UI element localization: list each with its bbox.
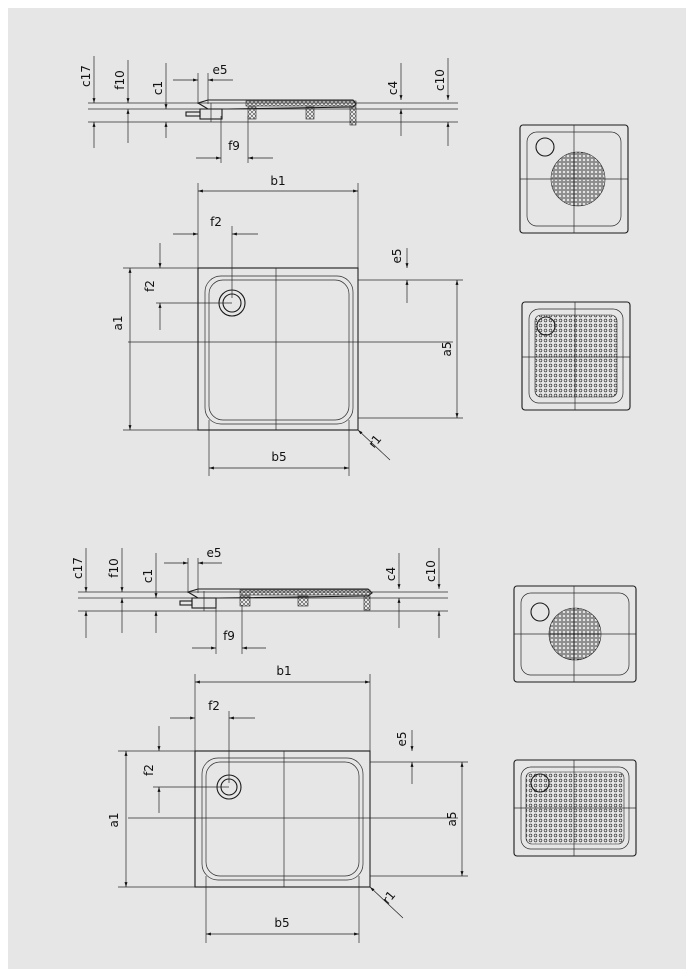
dim-label-f10: f10 <box>113 70 127 90</box>
dim-label-c4: c4 <box>386 81 400 95</box>
dim-label-b5: b5 <box>271 450 286 464</box>
side-view-square: c17 f10 c1 e5 f9 c4 c10 <box>79 56 458 163</box>
dim-label-c17: c17 <box>79 65 93 87</box>
dim-label-c1-rect: c1 <box>141 569 155 583</box>
dim-label-a1-rect: a1 <box>107 813 121 828</box>
dim-label-r1-rect: r1 <box>380 888 399 907</box>
dim-label-c4-rect: c4 <box>384 567 398 581</box>
dim-label-f2-vertical: f2 <box>143 280 157 292</box>
dim-label-c17-rect: c17 <box>71 557 85 579</box>
dim-label-f2-vertical-rect: f2 <box>142 764 156 776</box>
dim-label-f9: f9 <box>228 139 240 153</box>
dim-label-f10-rect: f10 <box>107 558 121 578</box>
dim-label-a5-rect: a5 <box>445 812 459 827</box>
thumbnail-rect-round-pattern <box>513 585 637 683</box>
dim-label-a1: a1 <box>111 316 125 331</box>
dim-label-e5: e5 <box>212 63 227 77</box>
dim-label-r1: r1 <box>366 432 385 451</box>
thumbnail-square-round-pattern <box>519 124 629 234</box>
dim-label-e5-rect: e5 <box>206 546 221 560</box>
dim-label-f9-rect: f9 <box>223 629 235 643</box>
dim-label-b1: b1 <box>270 174 285 188</box>
plan-view-square: b1 f2 f2 a1 e5 a5 b5 r1 <box>111 174 463 476</box>
dim-label-b1-rect: b1 <box>276 664 291 678</box>
dim-label-c10-rect: c10 <box>424 560 438 582</box>
thumbnail-square-grid-pattern <box>521 301 631 411</box>
technical-drawing: c17 f10 c1 e5 f9 c4 c10 <box>71 56 637 943</box>
thumbnail-rect-grid-pattern <box>513 759 637 857</box>
dim-label-e5-plan: e5 <box>390 248 404 263</box>
plan-view-rectangular: b1 f2 f2 a1 e5 a5 b5 r1 <box>107 664 468 943</box>
dim-label-f2-horizontal-rect: f2 <box>208 699 220 713</box>
dim-label-b5-rect: b5 <box>274 916 289 930</box>
dim-label-c10: c10 <box>433 69 447 91</box>
dim-label-e5-plan-rect: e5 <box>395 731 409 746</box>
dim-label-a5: a5 <box>440 342 454 357</box>
dim-label-c1: c1 <box>151 81 165 95</box>
side-view-rectangular: c17 f10 c1 e5 f9 c4 c10 <box>71 546 448 654</box>
drawing-sheet: c17 f10 c1 e5 f9 c4 c10 <box>8 8 686 969</box>
dim-label-f2-horizontal: f2 <box>210 215 222 229</box>
